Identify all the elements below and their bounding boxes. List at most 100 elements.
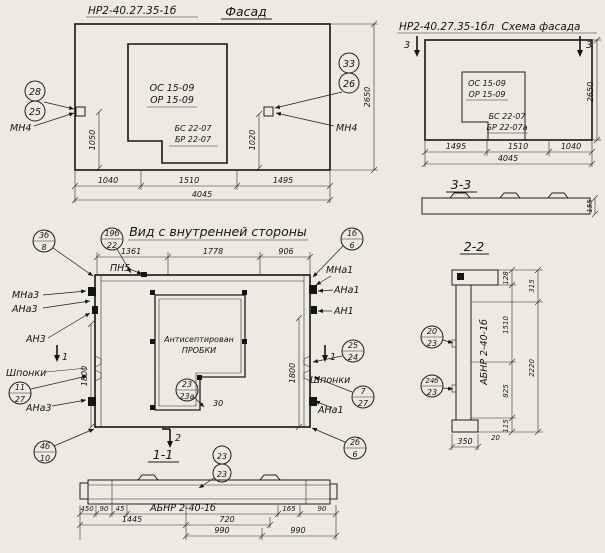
callout-2b-6: 2б 6 <box>311 427 367 460</box>
callout-28-25: 28 25 <box>24 80 75 122</box>
scheme-code: НР2-40.27.35-1бл <box>399 21 494 33</box>
callout-20-23: 20 23 <box>420 325 454 349</box>
svg-text:25: 25 <box>29 107 41 118</box>
strip-end-right <box>329 483 338 500</box>
svg-text:23: 23 <box>217 470 227 479</box>
embed-plate <box>457 273 464 280</box>
dim-label: 825 <box>502 384 510 398</box>
dim-label: 1778 <box>203 247 223 256</box>
label-ana3-bottom: АНа3 <box>25 403 52 414</box>
section-1-mark-left: 1 <box>54 345 68 363</box>
interior-title: Вид с внутренней стороны <box>129 224 307 239</box>
svg-text:1: 1 <box>330 352 336 363</box>
callout-33-26: 33 26 <box>274 52 360 109</box>
plug-mark <box>150 339 155 344</box>
dim-label: 906 <box>278 247 293 256</box>
svg-text:33: 33 <box>343 59 355 70</box>
svg-text:23: 23 <box>217 452 227 461</box>
svg-text:23: 23 <box>427 388 437 397</box>
dim-label: 115 <box>502 419 510 433</box>
label-mna1: МНа1 <box>326 265 353 276</box>
scheme-opening-outline <box>461 71 526 141</box>
scheme-window-mark: ОР 15-09 <box>469 90 506 99</box>
label-ana1-bottom: АНа1 <box>317 405 344 416</box>
dim-label: 1361 <box>121 247 141 256</box>
note-plugs: ПРОБКИ <box>182 346 216 355</box>
svg-text:3б: 3б <box>39 231 49 240</box>
svg-text:4б: 4б <box>40 442 50 451</box>
note-antiseptic: Антисептирован <box>163 335 234 344</box>
keyway <box>451 339 457 348</box>
dim-label: 90 <box>318 505 327 513</box>
panel-mark-label: АБНР 2-40-1б <box>149 503 216 514</box>
svg-text:24б: 24б <box>425 377 439 385</box>
facade-door-mark: БС 22-07 <box>175 124 213 133</box>
dim-label: 720 <box>219 515 234 524</box>
dim-label: 1050 <box>88 130 97 150</box>
interior-opening-inner <box>158 298 242 407</box>
svg-text:3: 3 <box>404 40 410 51</box>
section-3-3-title: 3-3 <box>451 177 471 192</box>
anchor-label-right: МН4 <box>336 123 357 134</box>
callout-3b-8: 3б 8 <box>32 229 94 277</box>
dim-label: 450 <box>80 505 94 513</box>
facade-panel-outline <box>74 23 331 171</box>
plug-mark <box>150 290 155 295</box>
callout-23-23a: 23 23а <box>175 378 205 408</box>
section-3-3-profile <box>421 197 591 215</box>
svg-text:20: 20 <box>427 327 437 336</box>
dim-label: 315 <box>528 279 536 293</box>
svg-text:23: 23 <box>427 339 437 348</box>
facade-opening-outline <box>127 43 228 164</box>
dim-label: 990 <box>290 526 305 535</box>
edge-plate <box>88 397 96 406</box>
section-2-2-title: 2-2 <box>464 239 484 254</box>
scheme-window-mark: ОС 15-09 <box>468 79 506 88</box>
svg-text:8: 8 <box>41 243 46 252</box>
svg-text:23: 23 <box>182 380 192 389</box>
dim-label: 155 <box>586 199 594 213</box>
interior-panel-outline <box>94 274 311 428</box>
svg-text:1б: 1б <box>347 229 357 238</box>
dim-label: 1040 <box>98 176 118 185</box>
svg-text:27: 27 <box>15 395 26 404</box>
dim-label: 128 <box>502 271 510 285</box>
facade-door-mark: БР 22-07 <box>175 135 212 144</box>
section-2-mark: 2 <box>162 428 181 448</box>
angle-note: 30 <box>213 399 223 408</box>
section-1-1-title: 1-1 <box>153 447 173 462</box>
dim-label: 20 <box>491 434 500 442</box>
dim-label: 1510 <box>179 176 199 185</box>
dim-label: 2650 <box>586 82 595 102</box>
dim-label: 165 <box>282 505 296 513</box>
anchor-plate <box>263 106 274 117</box>
anchor-plate <box>75 106 86 117</box>
plug-mark <box>242 339 247 344</box>
section-1-1: 1-1 23 23 АБНР 2-40-1б 450 <box>76 445 340 540</box>
scheme-door-mark: БС 22-07 <box>489 112 527 121</box>
label-keys-right: Шпонки <box>310 375 350 386</box>
dim-label: 1510 <box>508 142 528 151</box>
svg-text:19б: 19б <box>104 229 119 238</box>
callout-7-27: 7 27 <box>313 376 375 409</box>
svg-text:11: 11 <box>15 383 25 392</box>
plug-mark <box>242 290 247 295</box>
svg-text:27: 27 <box>358 399 369 408</box>
dim-label: 1800 <box>288 363 297 383</box>
section-3-mark-left: 3 <box>404 36 420 57</box>
anchor-label-left: МН4 <box>10 123 31 134</box>
embed-label-pn5: ПН5 <box>110 263 130 274</box>
section-foot <box>451 419 479 433</box>
dim-label: 1020 <box>248 130 257 150</box>
dim-label: 1800 <box>80 366 89 386</box>
callout-4b-10: 4б 10 <box>33 428 95 464</box>
svg-text:26: 26 <box>343 79 355 90</box>
dim-label: 990 <box>214 526 229 535</box>
callout-24b-23: 24б 23 <box>420 374 454 398</box>
svg-text:3: 3 <box>586 40 592 51</box>
label-mna3: МНа3 <box>12 290 39 301</box>
label-ana1-top: АНа1 <box>333 285 360 296</box>
svg-text:25: 25 <box>348 341 358 350</box>
